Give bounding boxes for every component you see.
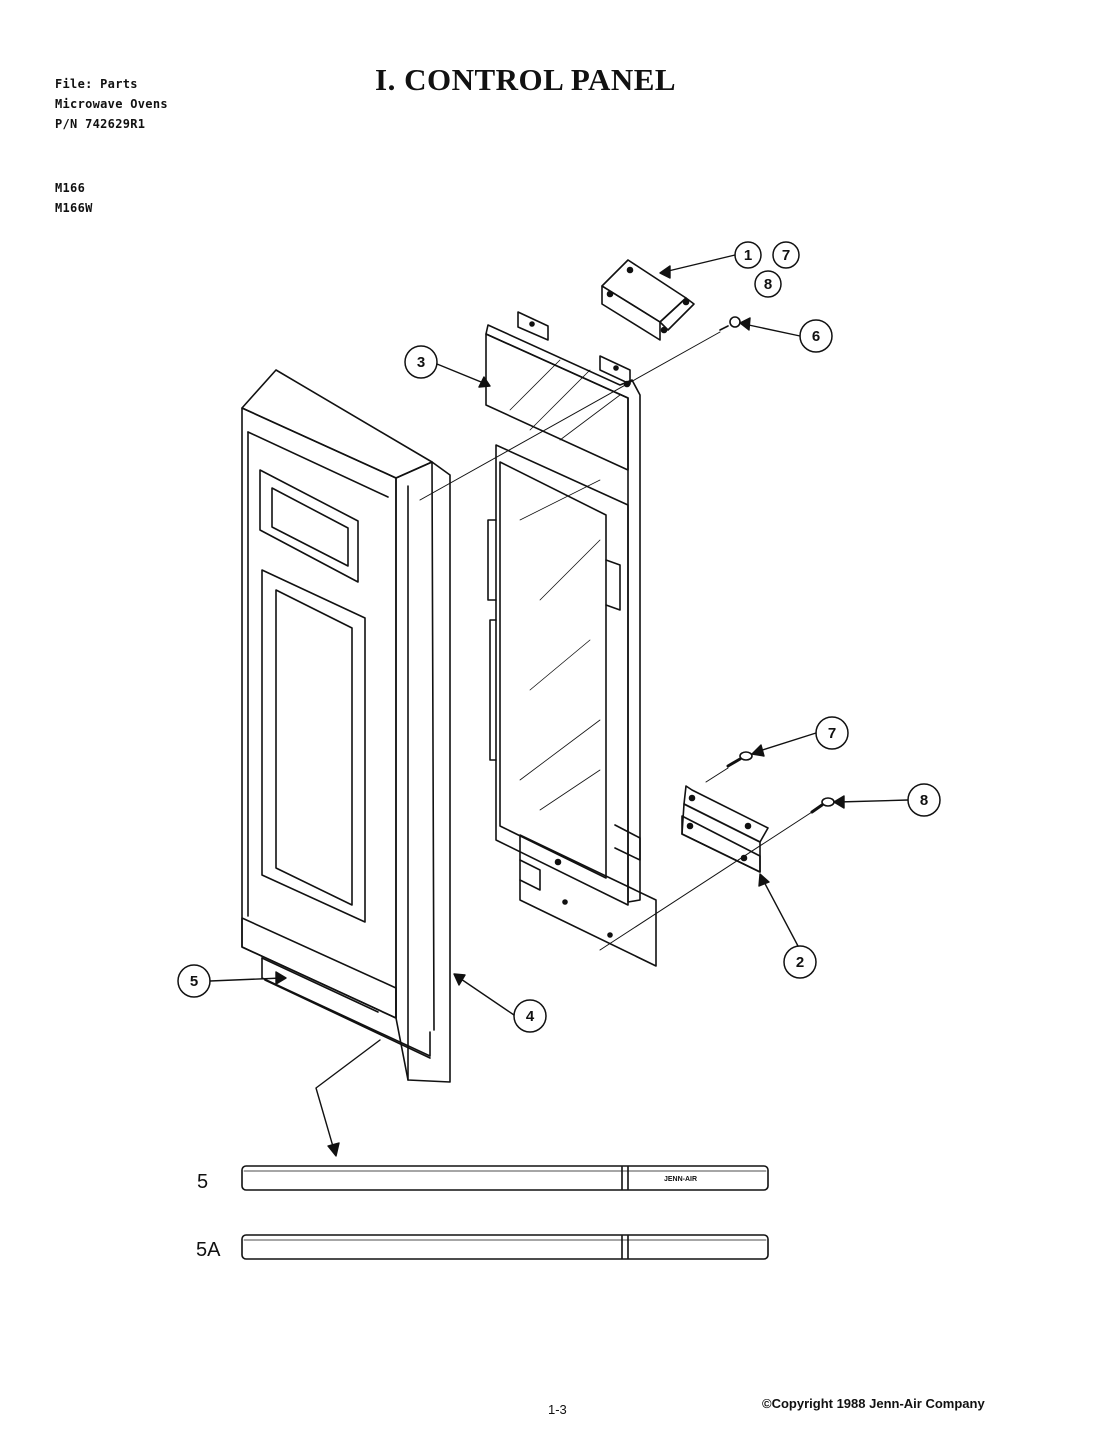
control-board <box>485 311 657 967</box>
strip-5a-label: 5A <box>196 1239 221 1261</box>
callout-4: 4 <box>513 999 547 1033</box>
leader-lines <box>209 254 909 1157</box>
top-mounting-bracket <box>601 259 695 341</box>
control-panel-face <box>241 369 451 1083</box>
category-line: Microwave Ovens <box>55 97 168 111</box>
svg-text:4: 4 <box>526 1008 535 1025</box>
svg-text:2: 2 <box>796 954 804 971</box>
callout-3: 3 <box>404 345 438 379</box>
lower-mounting-bracket <box>681 785 769 873</box>
copyright-notice: ©Copyright 1988 Jenn-Air Company <box>762 1396 985 1411</box>
file-line: File: Parts <box>55 77 138 91</box>
file-info-block: File: Parts Microwave Ovens P/N 742629R1 <box>55 74 168 134</box>
callout-8-lower: 8 <box>907 783 941 817</box>
callout-6: 6 <box>799 319 833 353</box>
strip-5-label: 5 <box>197 1171 208 1193</box>
brand-mark: JENN-AIR <box>664 1176 697 1183</box>
callout-5: 5 <box>177 964 211 998</box>
callout-2: 2 <box>783 945 817 979</box>
callout-1: 1 <box>734 241 762 269</box>
screw-7 <box>726 751 753 768</box>
model-list: M166 M166W <box>55 178 93 218</box>
screw-6 <box>719 316 741 331</box>
trim-strip-5: 5 JENN-AIR <box>197 1165 769 1193</box>
assembly-lines <box>419 331 813 951</box>
callout-7-lower: 7 <box>815 716 849 750</box>
model-m166w: M166W <box>55 201 93 215</box>
page-title: I. CONTROL PANEL <box>375 62 677 97</box>
svg-text:1: 1 <box>744 247 752 264</box>
part-number-line: P/N 742629R1 <box>55 117 146 131</box>
svg-text:7: 7 <box>782 247 790 264</box>
screw-8 <box>810 797 835 814</box>
svg-text:5: 5 <box>190 973 198 990</box>
callout-7-top: 7 <box>772 241 800 269</box>
trim-strip-5a: 5A <box>196 1234 769 1261</box>
callout-8-top: 8 <box>754 270 782 298</box>
callouts: 1 7 8 6 3 7 8 2 <box>177 241 941 1033</box>
svg-text:8: 8 <box>764 276 772 293</box>
svg-text:8: 8 <box>920 792 928 809</box>
model-m166: M166 <box>55 181 86 195</box>
page-number: 1-3 <box>548 1402 567 1417</box>
svg-text:7: 7 <box>828 725 836 742</box>
svg-text:6: 6 <box>812 328 820 345</box>
svg-text:3: 3 <box>417 354 425 371</box>
